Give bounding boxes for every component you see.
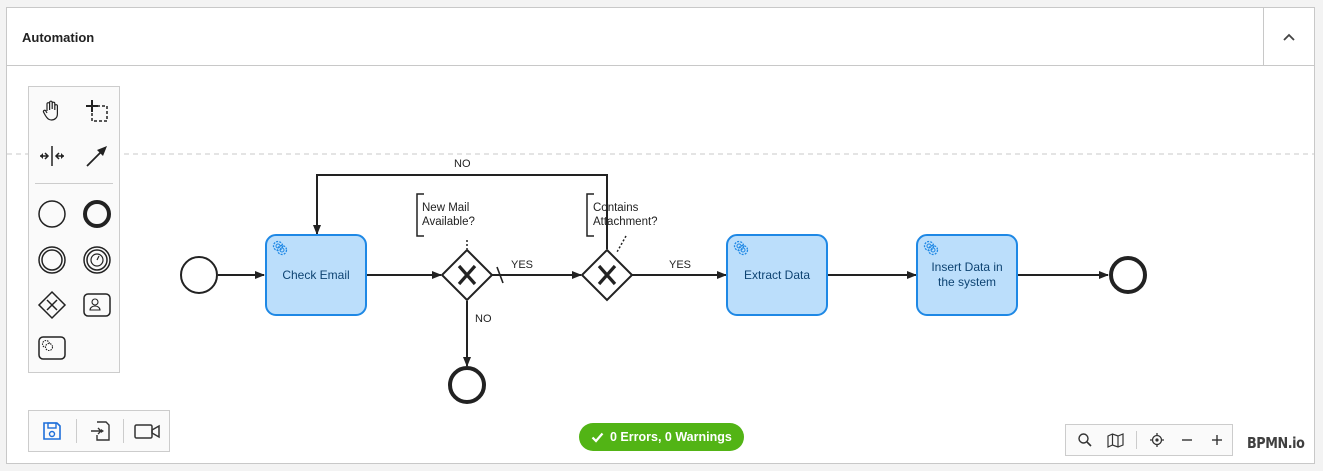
flow-label-yes-1: YES — [511, 259, 533, 271]
panel-header: Automation — [7, 8, 1314, 66]
task-check-email[interactable]: Check Email — [265, 234, 367, 316]
space-tool-icon — [40, 146, 64, 166]
palette-separator — [35, 183, 113, 184]
flow-label-no-bottom: NO — [475, 313, 492, 325]
zoom-controls — [1065, 424, 1233, 456]
tool-palette — [28, 86, 120, 373]
linting-status-badge[interactable]: 0 Errors, 0 Warnings — [579, 423, 744, 451]
task-extract-data[interactable]: Extract Data — [726, 234, 828, 316]
end-event-icon — [83, 200, 111, 228]
zoom-out-icon — [1182, 439, 1192, 441]
record-icon — [134, 424, 160, 439]
bpmn-io-logo[interactable]: BPMN.io — [1247, 434, 1305, 452]
annotation-new-mail-line2: Available? — [422, 216, 475, 228]
search-icon — [1078, 433, 1092, 447]
io-separator — [76, 419, 77, 443]
panel-title: Automation — [22, 30, 95, 45]
search-button[interactable] — [1070, 425, 1100, 455]
user-task-icon — [83, 293, 111, 317]
reset-view-icon — [1150, 433, 1164, 447]
task-insert-data-line1: Insert Data in — [931, 260, 1002, 274]
save-icon — [43, 422, 61, 440]
diagram-svg: NO YES YES NO Check Email — [7, 153, 1314, 404]
hand-tool-icon — [42, 100, 58, 121]
reset-view-button[interactable] — [1142, 425, 1172, 455]
lasso-tool[interactable] — [79, 93, 115, 129]
deploy-button[interactable] — [77, 411, 123, 451]
minimap-icon — [1106, 432, 1124, 448]
annotation-contains-attachment[interactable]: Contains Attachment? — [586, 193, 658, 253]
end-event-main[interactable] — [1109, 256, 1147, 294]
create-end-event[interactable] — [79, 196, 115, 232]
minimap-button[interactable] — [1100, 425, 1130, 455]
space-tool[interactable] — [34, 138, 70, 174]
annotation-new-mail-line1: New Mail — [422, 202, 469, 214]
task-check-email-label: Check Email — [282, 268, 349, 282]
annotation-contains-line1: Contains — [593, 202, 639, 214]
task-insert-data[interactable]: Insert Data in the system — [916, 234, 1018, 316]
io-separator — [123, 419, 124, 443]
start-event[interactable] — [180, 256, 218, 294]
checkmark-icon — [591, 432, 604, 443]
service-task-icon — [38, 336, 66, 360]
chevron-up-icon — [1283, 33, 1295, 41]
global-connect-tool[interactable] — [79, 138, 115, 174]
zoom-in-button[interactable] — [1202, 425, 1232, 455]
zoom-out-button[interactable] — [1172, 425, 1202, 455]
save-button[interactable] — [29, 411, 75, 451]
annotation-new-mail[interactable]: New Mail Available? — [416, 193, 475, 249]
create-user-task[interactable] — [79, 287, 115, 323]
gateway-contains-attachment[interactable] — [580, 248, 634, 302]
create-exclusive-gateway[interactable] — [34, 287, 70, 323]
io-actions — [28, 410, 170, 452]
annotation-contains-line2: Attachment? — [593, 216, 658, 228]
zoom-separator — [1136, 431, 1137, 449]
gateway-new-mail[interactable] — [440, 248, 494, 302]
task-insert-data-line2: the system — [938, 275, 996, 289]
end-event-no-mail[interactable] — [448, 366, 486, 404]
intermediate-event-icon — [38, 246, 66, 274]
record-button[interactable] — [124, 411, 170, 451]
linting-status-label: 0 Errors, 0 Warnings — [610, 430, 732, 444]
create-intermediate-timer-event[interactable] — [79, 242, 115, 278]
start-event-icon — [38, 200, 66, 228]
flow-label-no-top: NO — [454, 158, 471, 170]
exclusive-gateway-icon — [37, 290, 67, 320]
flow-label-yes-2: YES — [669, 259, 691, 271]
deploy-icon — [91, 421, 110, 441]
global-connect-tool-icon — [86, 146, 107, 167]
bpmn-canvas[interactable]: NO YES YES NO Check Email — [7, 66, 1314, 464]
create-intermediate-event[interactable] — [34, 242, 70, 278]
task-extract-data-label: Extract Data — [744, 268, 810, 282]
create-start-event[interactable] — [34, 196, 70, 232]
zoom-in-icon — [1212, 435, 1222, 445]
flow-gw2-loop[interactable] — [313, 174, 608, 249]
create-service-task[interactable] — [34, 330, 70, 366]
automation-panel: Automation — [6, 7, 1315, 464]
hand-tool[interactable] — [34, 93, 70, 129]
lasso-tool-icon — [86, 100, 108, 122]
collapse-button[interactable] — [1263, 8, 1314, 65]
intermediate-timer-event-icon — [83, 246, 111, 274]
default-marker — [496, 266, 504, 284]
